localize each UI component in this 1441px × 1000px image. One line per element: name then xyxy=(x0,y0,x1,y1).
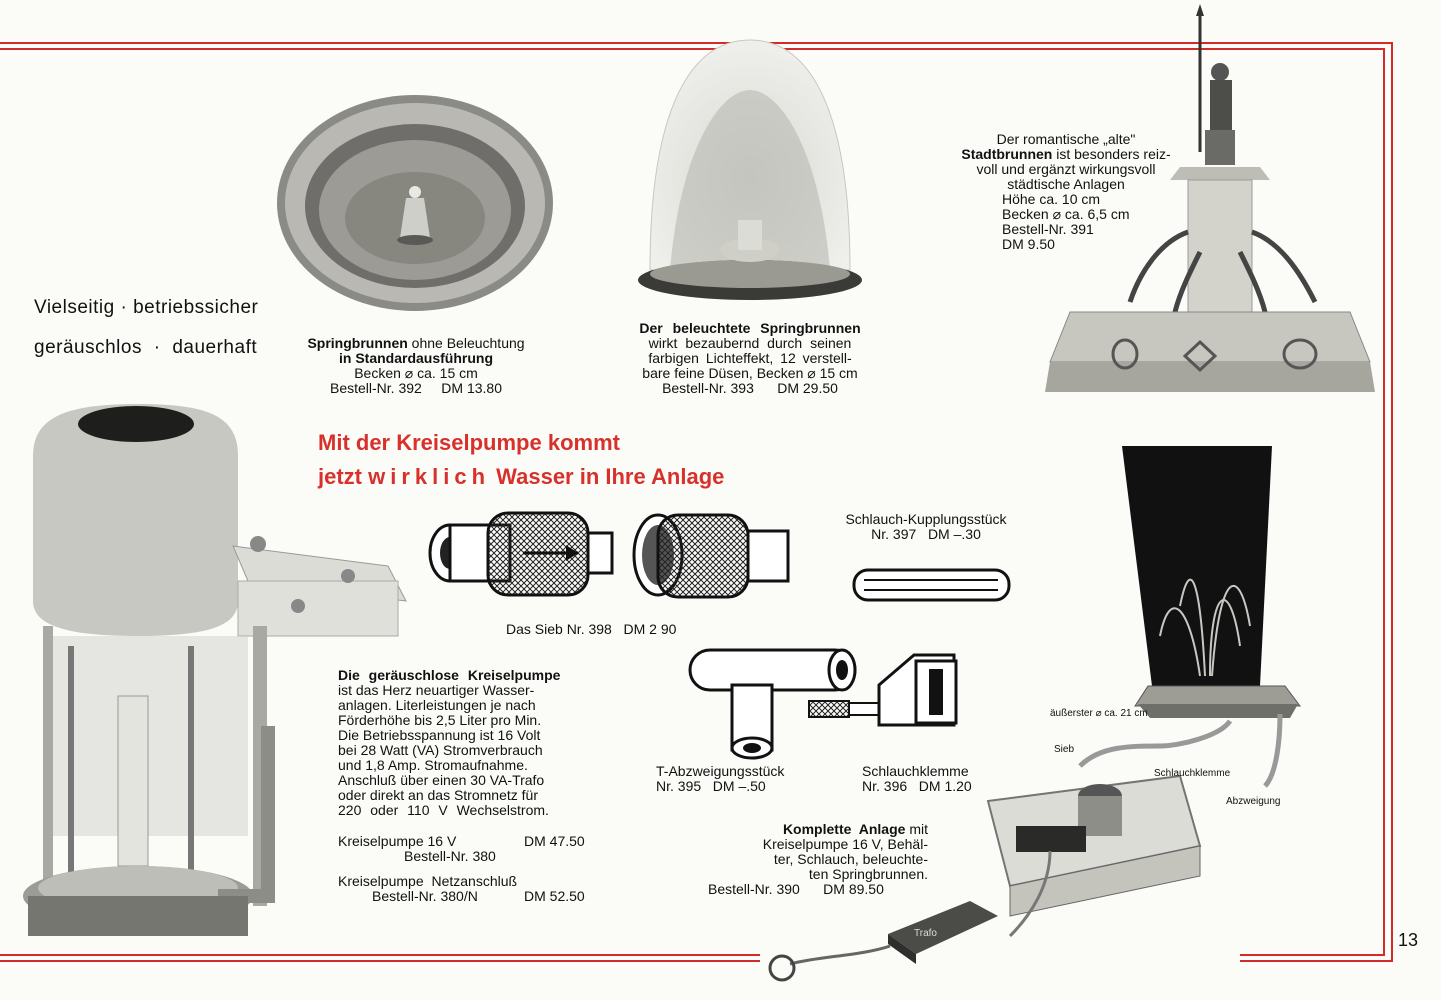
springbrunnen-plain-order: Bestell-Nr. 392 xyxy=(330,380,422,396)
kreiselpumpe-product1: Kreiselpumpe 16 V DM 47.50 Bestell-Nr. 38… xyxy=(338,834,600,864)
klemme-caption: Schlauchklemme Nr. 396 DM 1.20 xyxy=(862,764,1022,794)
kreiselpumpe-line7: und 1,8 Amp. Stromaufnahme. xyxy=(338,757,528,773)
kreiselpumpe-line10: 220 oder 110 V Wechselstrom. xyxy=(338,802,549,818)
kreiselpumpe-line6: bei 28 Watt (VA) Stromverbrauch xyxy=(338,742,543,758)
kreiselpumpe-p2-price: DM 52.50 xyxy=(524,888,585,904)
klemme-line1: Schlauchklemme xyxy=(862,763,969,779)
springbrunnen-lit-title: Der beleuchtete Springbrunnen xyxy=(639,320,861,336)
t-stueck-illustration xyxy=(688,648,857,760)
tagline-line2: geräuschlos · dauerhaft xyxy=(34,337,258,358)
frame-bottom-left-outer xyxy=(0,960,760,962)
kreiselpumpe-p2-order: Bestell-Nr. 380/N xyxy=(372,888,478,904)
diagram-label-durchmesser: äußerster ⌀ ca. 21 cm xyxy=(1050,708,1148,719)
kreiselpumpe-line5: Die Betriebsspannung ist 16 Volt xyxy=(338,727,541,743)
stadtbrunnen-line7: Bestell-Nr. 391 xyxy=(1002,221,1094,237)
page-number: 13 xyxy=(1398,930,1419,950)
kupplung-caption: Schlauch-Kupplungsstück Nr. 397 DM –.30 xyxy=(826,512,1026,542)
headline: Mit der Kreiselpumpe kommt jetzt wirklic… xyxy=(318,426,724,494)
stadtbrunnen-line1: Der romantische „alte" xyxy=(996,131,1136,147)
klemme-line2: Nr. 396 DM 1.20 xyxy=(862,778,972,794)
kupplung-line1: Schlauch-Kupplungsstück xyxy=(845,511,1007,527)
diagram-label-klemme: Schlauchklemme xyxy=(1154,768,1231,779)
frame-top-inner xyxy=(0,48,1385,50)
t-stueck-line2: Nr. 395 DM –.50 xyxy=(656,778,766,794)
springbrunnen-plain-line2: in Standardausführung xyxy=(339,350,493,366)
springbrunnen-lit-price: DM 29.50 xyxy=(777,380,838,396)
t-stueck-line1: T-Abzweigungsstück xyxy=(656,763,785,779)
komplett-order: Bestell-Nr. 390 xyxy=(708,881,800,897)
sieb-caption: Das Sieb Nr. 398 DM 2 90 xyxy=(506,621,677,637)
komplett-price: DM 89.50 xyxy=(823,881,884,897)
headline-line1: Mit der Kreiselpumpe kommt xyxy=(318,430,620,455)
stadtbrunnen-caption: Der romantische „alte" Stadtbrunnen ist … xyxy=(936,132,1196,252)
kreiselpumpe-line9: oder direkt an das Stromnetz für xyxy=(338,787,538,803)
frame-bottom-inner xyxy=(1240,954,1385,956)
sieb-illustration xyxy=(428,511,790,599)
springbrunnen-lit-order: Bestell-Nr. 393 xyxy=(662,380,754,396)
frame-right-inner xyxy=(1383,48,1385,954)
frame-bottom-outer xyxy=(1240,960,1393,962)
kreiselpumpe-line4: Förderhöhe bis 2,5 Liter pro Min. xyxy=(338,712,542,728)
frame-bottom-left-inner xyxy=(0,954,760,956)
kreiselpumpe-product2: Kreiselpumpe Netzanschluß Bestell-Nr. 38… xyxy=(338,874,600,904)
tagline-line1: Vielseitig · betriebssicher xyxy=(34,297,259,318)
headline-line2b: wirklich xyxy=(368,464,491,489)
stadtbrunnen-line3: voll und ergänzt wirkungsvoll xyxy=(976,161,1156,177)
springbrunnen-lit-line3: farbigen Lichteffekt, 12 verstell- xyxy=(648,350,852,366)
springbrunnen-plain-title: Springbrunnen xyxy=(307,335,408,351)
kreiselpumpe-p1-name: Kreiselpumpe 16 V xyxy=(338,833,457,849)
kreiselpumpe-title: Die geräuschlose Kreiselpumpe xyxy=(338,667,561,683)
komplett-title: Komplette Anlage xyxy=(782,821,906,837)
springbrunnen-lit-caption: Der beleuchtete Springbrunnen wirkt beza… xyxy=(608,321,892,396)
stadtbrunnen-line5: Höhe ca. 10 cm xyxy=(1002,191,1101,207)
frame-top-outer xyxy=(0,42,1393,44)
kreiselpumpe-line2: ist das Herz neuartiger Wasser- xyxy=(338,682,535,698)
diagram-label-abzweigung: Abzweigung xyxy=(1226,796,1281,807)
komplett-line3: ter, Schlauch, beleuchte- xyxy=(773,851,928,867)
diagram-label-sieb: Sieb xyxy=(1054,744,1075,755)
kreiselpumpe-p1-price: DM 47.50 xyxy=(524,833,585,849)
kreiselpumpe-p1-order: Bestell-Nr. 380 xyxy=(404,848,496,864)
stadtbrunnen-line8: DM 9.50 xyxy=(1002,236,1055,252)
headline-line2c: Wasser in Ihre Anlage xyxy=(490,464,725,489)
springbrunnen-plain-price: DM 13.80 xyxy=(441,380,502,396)
springbrunnen-plain-illustration xyxy=(277,95,553,311)
springbrunnen-plain-title-rest: ohne Beleuchtung xyxy=(407,335,525,351)
komplett-anlage-illustration xyxy=(768,446,1301,982)
kreiselpumpe-p2-name: Kreiselpumpe Netzanschluß xyxy=(338,873,518,889)
springbrunnen-lit-line4: bare feine Düsen, Becken ⌀ 15 cm xyxy=(642,365,858,381)
tagline: Vielseitig · betriebssicher geräuschlos … xyxy=(34,288,258,368)
headline-line2a: jetzt xyxy=(318,464,369,489)
springbrunnen-lit-line2: wirkt bezaubernd durch seinen xyxy=(648,335,852,351)
komplett-line2: Kreiselpumpe 16 V, Behäl- xyxy=(762,836,928,852)
stadtbrunnen-title: Stadtbrunnen xyxy=(961,146,1053,162)
kreiselpumpe-line3: anlagen. Literleistungen je nach xyxy=(338,697,536,713)
springbrunnen-plain-caption: Springbrunnen ohne Beleuchtung in Standa… xyxy=(286,336,546,396)
kupplung-line2: Nr. 397 DM –.30 xyxy=(871,526,981,542)
komplett-caption: Komplette Anlage mit Kreiselpumpe 16 V, … xyxy=(708,822,928,897)
kreiselpumpe-line8: Anschluß über einen 30 VA-Trafo xyxy=(338,772,545,788)
t-stueck-caption: T-Abzweigungsstück Nr. 395 DM –.50 xyxy=(656,764,846,794)
komplett-line4: ten Springbrunnen. xyxy=(808,866,928,882)
frame-right-outer xyxy=(1391,42,1393,962)
kupplung-illustration xyxy=(852,568,1011,602)
stadtbrunnen-line2-rest: ist besonders reiz- xyxy=(1052,146,1171,162)
diagram-label-trafo: Trafo xyxy=(914,928,937,939)
kreiselpumpe-description: Die geräuschlose Kreiselpumpe ist das He… xyxy=(338,668,600,818)
springbrunnen-lit-illustration xyxy=(638,39,862,300)
stadtbrunnen-illustration xyxy=(1045,4,1375,392)
stadtbrunnen-line4: städtische Anlagen xyxy=(1007,176,1125,192)
komplett-line1-rest: mit xyxy=(905,821,928,837)
stadtbrunnen-line6: Becken ⌀ ca. 6,5 cm xyxy=(1002,206,1130,222)
kreiselpumpe-illustration xyxy=(23,404,407,936)
klemme-illustration xyxy=(808,653,958,727)
springbrunnen-plain-line3: Becken ⌀ ca. 15 cm xyxy=(354,365,478,381)
